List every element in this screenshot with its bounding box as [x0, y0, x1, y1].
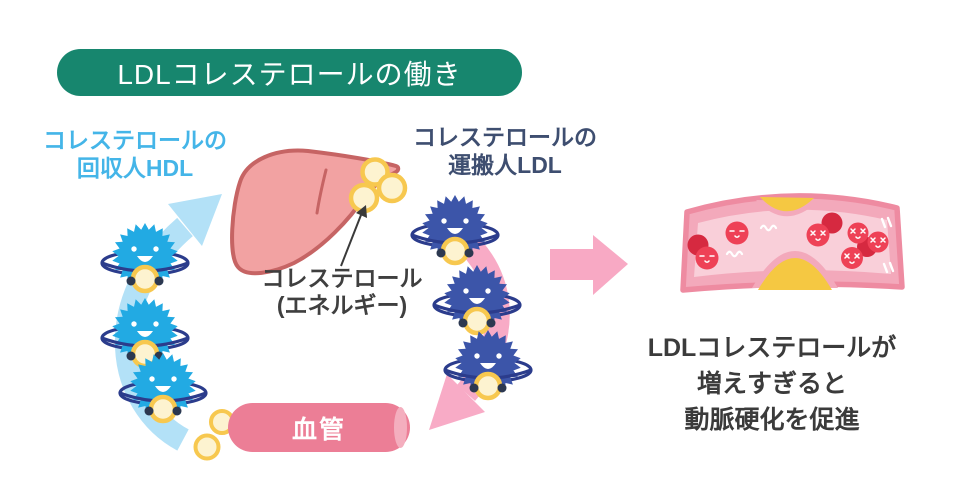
ldl-label-line2: 運搬人LDL [448, 152, 562, 178]
vessel-pill-cap [394, 407, 407, 448]
liver-crease [315, 168, 328, 215]
arteriosclerosis-caption: LDLコレステロールが 増えすぎると 動脈硬化を促進 [622, 330, 922, 438]
hdl-character [97, 294, 193, 380]
page-title: LDLコレステロールの働き [117, 58, 462, 90]
red-blood-cells [687, 212, 889, 270]
cholesterol-balls-icon [348, 157, 408, 214]
blood-vessel-pill: 血管 [228, 403, 410, 452]
ldl-label-line1: コレステロールの [413, 124, 597, 150]
hdl-character [115, 349, 211, 435]
ldl-character [429, 261, 525, 347]
plaque-top-icon [756, 197, 818, 217]
cholesterol-energy-label: コレステロール (エネルギー) [242, 265, 442, 319]
hdl-label: コレステロールの 回収人HDL [15, 126, 255, 182]
ldl-character [407, 191, 503, 277]
annotation-arrow-icon [340, 205, 367, 267]
cholesterol-label-line2: (エネルギー) [276, 292, 408, 318]
caption-line1: LDLコレステロールが [647, 334, 897, 362]
ldl-character [440, 326, 536, 412]
caption-line2: 増えすぎると [696, 370, 847, 398]
blood-vessel-label: 血管 [291, 415, 346, 444]
big-right-arrow-icon [550, 235, 628, 295]
title-banner: LDLコレステロールの働き [57, 49, 522, 96]
flow-marks [725, 216, 895, 274]
hdl-label-line1: コレステロールの [43, 127, 227, 153]
cholesterol-label-line1: コレステロール [261, 265, 423, 291]
cholesterol-balls-vessel-icon [193, 409, 235, 461]
rbc-faces [699, 228, 886, 264]
hdl-character [97, 219, 193, 305]
vessel-illustration [680, 193, 905, 293]
hdl-label-line2: 回収人HDL [76, 155, 194, 181]
plaque-bottom-icon [752, 251, 838, 290]
caption-line3: 動脈硬化を促進 [684, 406, 860, 434]
ldl-label: コレステロールの 運搬人LDL [385, 123, 625, 179]
